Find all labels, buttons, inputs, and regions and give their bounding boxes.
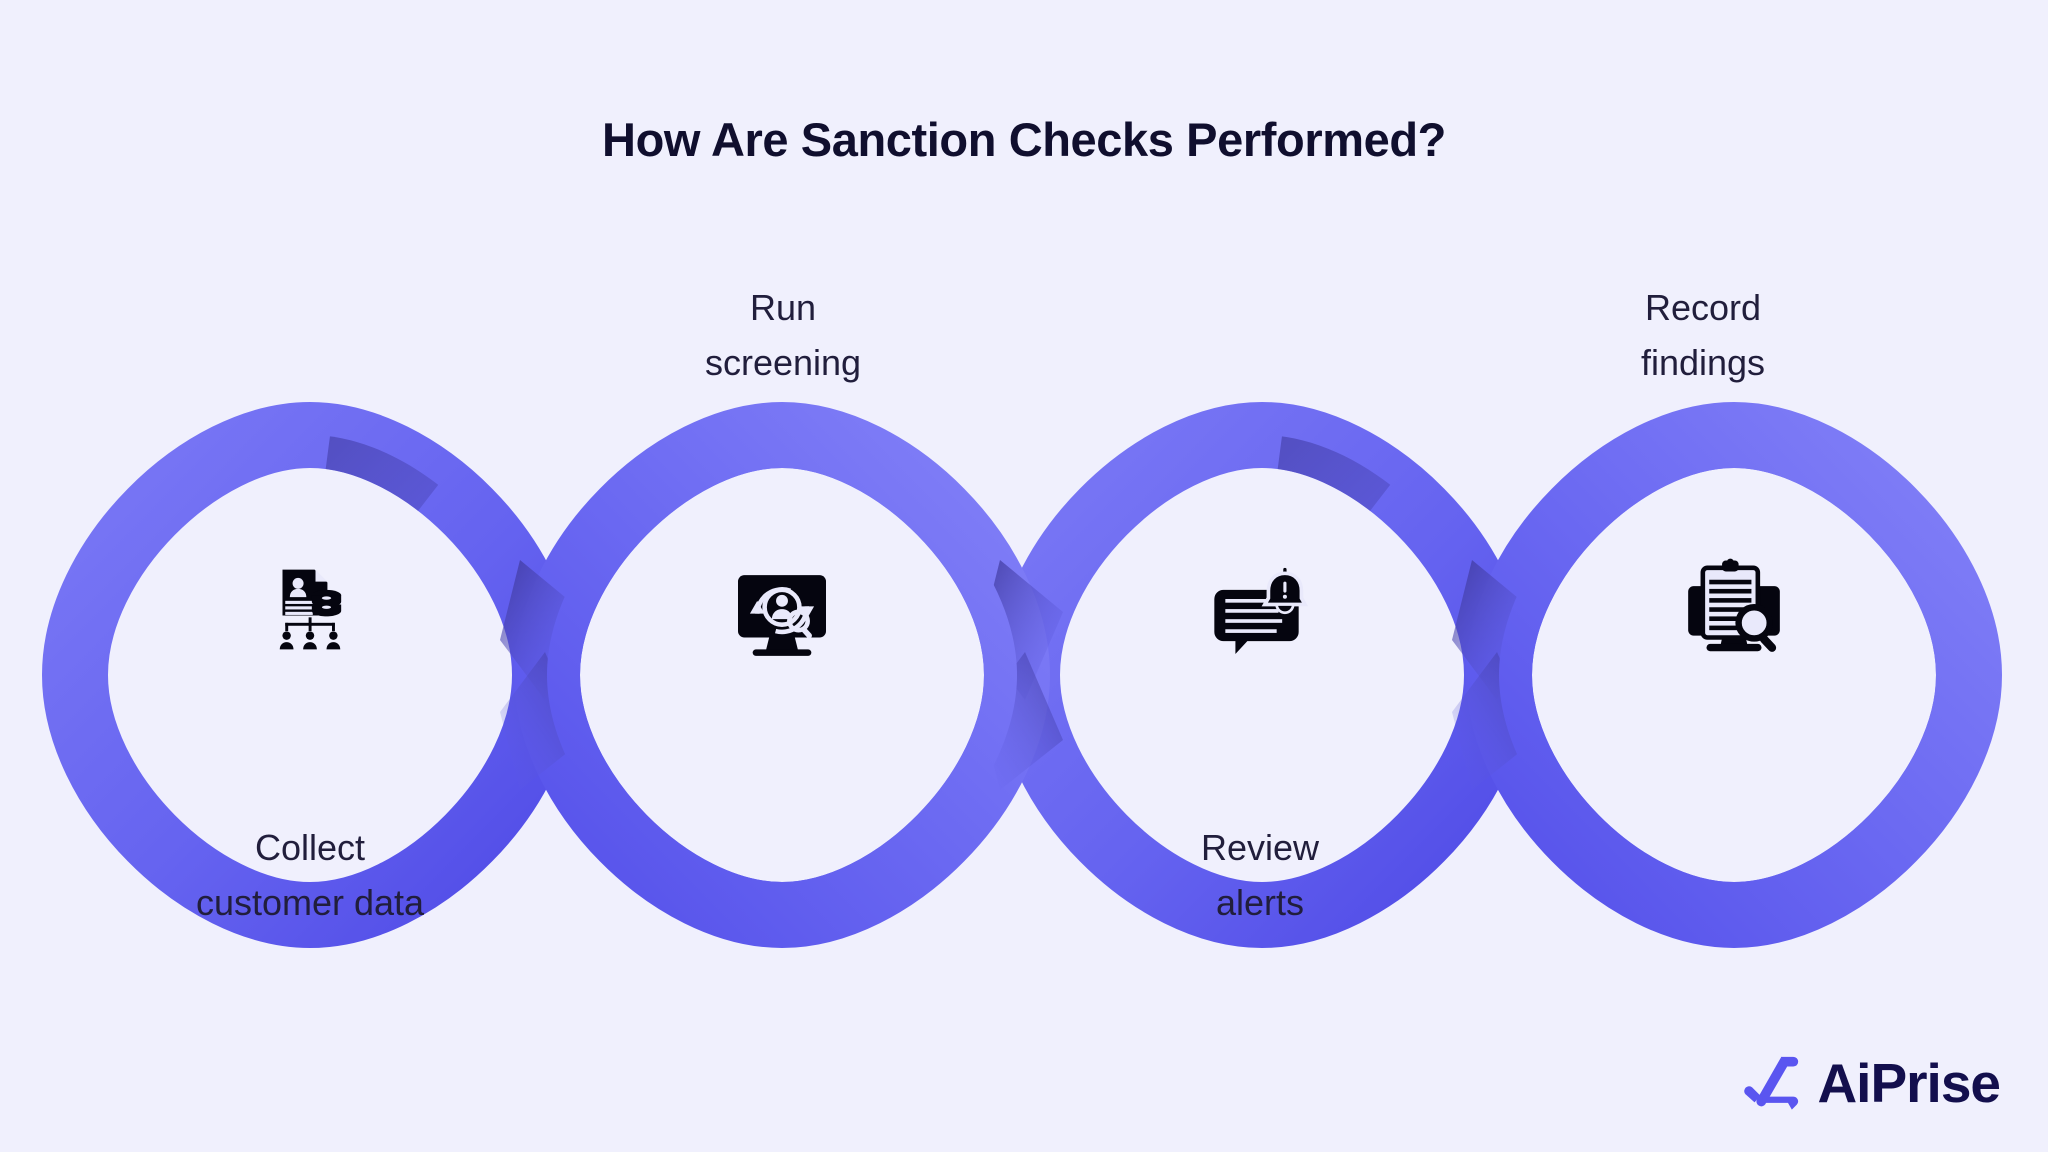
step-1-icon-wrapper <box>245 545 375 675</box>
step-3-label-line-1: Review <box>1200 827 1320 868</box>
step-1-label-line-2: customer data <box>195 882 425 923</box>
clipboard-monitor-magnifier-icon <box>1688 558 1780 652</box>
step-1-label: Collect customer data <box>140 820 480 930</box>
chat-bubble-alert-bell-icon <box>1214 567 1309 654</box>
aiprise-checkmark-triangle-mark <box>1744 1056 1799 1110</box>
step-3-label-line-2: alerts <box>1215 882 1305 923</box>
step-3-label: Review alerts <box>1090 820 1430 930</box>
braid-loop-2 <box>514 402 1050 948</box>
step-2-icon-wrapper <box>717 545 847 675</box>
braid-loop-2-overlay <box>547 435 1017 915</box>
step-4-label-line-2: findings <box>1640 342 1766 383</box>
step-1-label-line-1: Collect <box>254 827 366 868</box>
aiprise-logo[interactable]: AiPrise <box>1741 1051 2001 1114</box>
crossing-zone-shadows <box>500 560 1535 790</box>
step-3-icon-wrapper <box>1197 545 1327 675</box>
step-2-label-line-1: Run <box>749 287 817 328</box>
braid-loop-4 <box>1466 402 2002 948</box>
step-2-label-line-2: screening <box>704 342 862 383</box>
document-person-database-org-chart-icon <box>279 569 342 650</box>
step-4-label: Record findings <box>1533 280 1873 390</box>
page-title: How Are Sanction Checks Performed? <box>602 113 1446 166</box>
braid-loop-4-overlay <box>1499 435 1969 915</box>
step-4-label-line-1: Record <box>1644 287 1762 328</box>
monitor-person-search-refresh-icon <box>738 575 826 656</box>
logo-brand-text: AiPrise <box>1817 1051 2001 1114</box>
step-4-icon-wrapper <box>1669 545 1799 675</box>
step-2-label: Run screening <box>613 280 953 390</box>
